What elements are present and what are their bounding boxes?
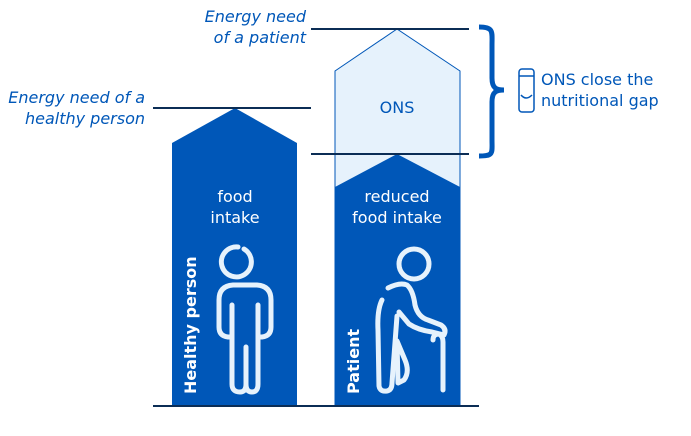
patient-need-label-2: of a patient xyxy=(214,28,307,47)
healthy-person-icon xyxy=(216,244,274,395)
healthy-food-intake-bar xyxy=(172,108,297,405)
patient-need-label-1: Energy need xyxy=(205,7,307,26)
elderly-patient-icon xyxy=(375,246,448,394)
healthy-need-label-1: Energy need of a xyxy=(8,88,145,107)
healthy-need-label-2: healthy person xyxy=(25,109,145,128)
ons-gap-label-2: nutritional gap xyxy=(541,91,659,110)
reduced-intake-label-1: reduced xyxy=(364,187,429,206)
bottle-icon xyxy=(518,68,535,113)
reduced-intake-label-2: food intake xyxy=(352,208,442,227)
healthy-person-label: Healthy person xyxy=(181,256,200,394)
reduced-food-intake-bar xyxy=(335,154,460,405)
ons-gap-label-1: ONS close the xyxy=(541,70,653,89)
ons-label: ONS xyxy=(380,98,415,117)
food-intake-label-2: intake xyxy=(210,208,259,227)
food-intake-label-1: food xyxy=(217,187,252,206)
patient-label: Patient xyxy=(344,329,363,394)
brace-icon xyxy=(478,24,505,159)
